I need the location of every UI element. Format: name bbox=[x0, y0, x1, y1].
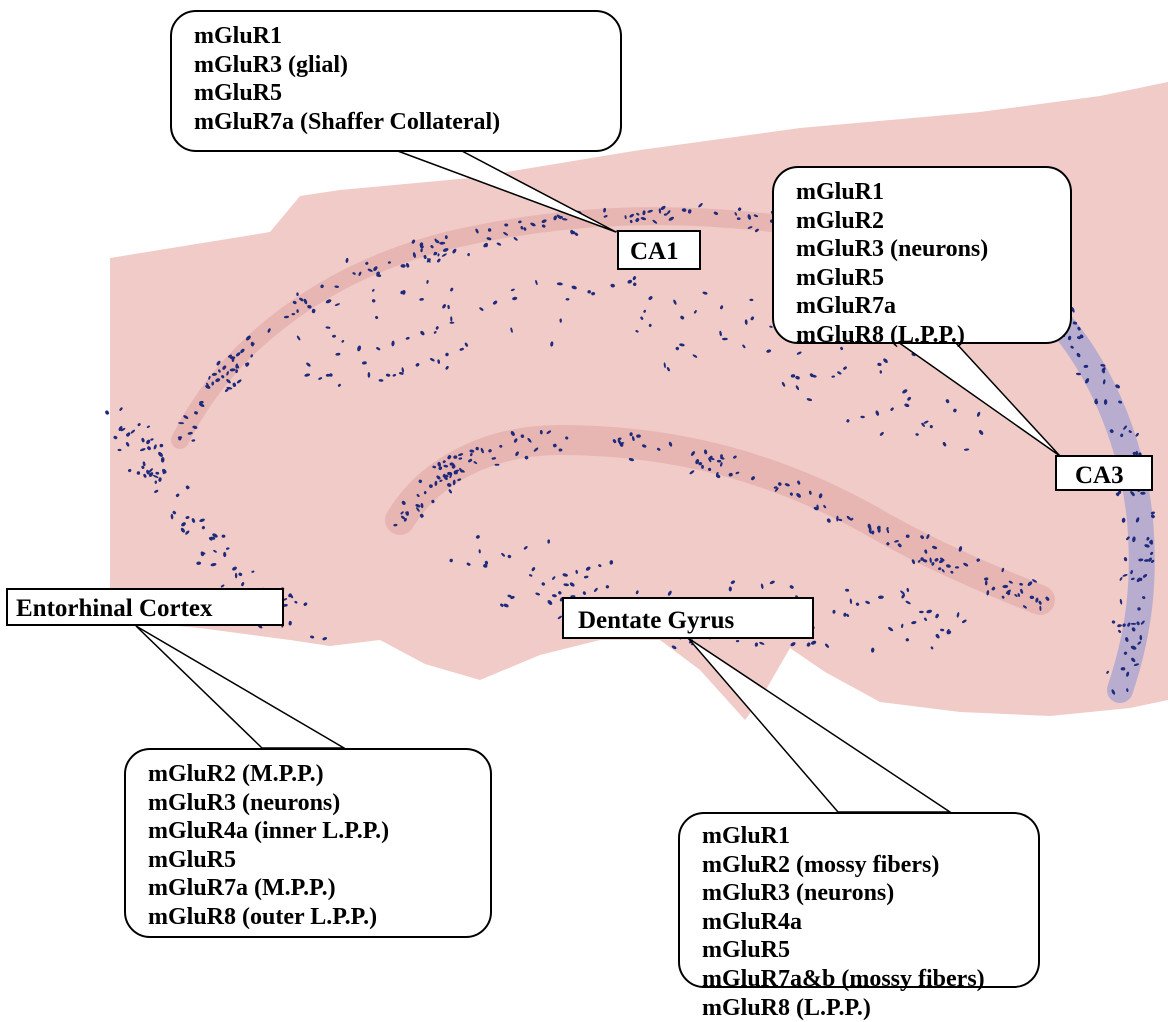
receptor-entry: mGluR2 bbox=[796, 207, 1054, 236]
cell-nucleus bbox=[292, 313, 296, 315]
callout-entorhinal: mGluR2 (M.P.P.) mGluR3 (neurons) mGluR4a… bbox=[124, 748, 492, 938]
receptor-entry: mGluR3 (neurons) bbox=[702, 879, 1022, 908]
callout-ca1: mGluR1 mGluR3 (glial) mGluR5 mGluR7a (Sh… bbox=[170, 10, 622, 152]
receptor-entry: mGluR8 (outer L.P.P.) bbox=[148, 903, 474, 932]
receptor-entry: mGluR2 (mossy fibers) bbox=[702, 851, 1022, 880]
cell-nucleus bbox=[906, 535, 910, 538]
receptor-entry: mGluR1 bbox=[194, 22, 604, 51]
cell-nucleus bbox=[495, 464, 500, 466]
receptor-entry: mGluR4a (inner L.P.P.) bbox=[148, 817, 474, 846]
cell-nucleus bbox=[104, 410, 109, 416]
cell-nucleus bbox=[919, 611, 924, 613]
receptor-entry: mGluR2 (M.P.P.) bbox=[148, 760, 474, 789]
receptor-entry: mGluR7a (M.P.P.) bbox=[148, 874, 474, 903]
callout-dentate: mGluR1 mGluR2 (mossy fibers) mGluR3 (neu… bbox=[678, 812, 1040, 988]
receptor-entry: mGluR3 (glial) bbox=[194, 51, 604, 80]
receptor-entry: mGluR8 (L.P.P.) bbox=[702, 994, 1022, 1022]
hippocampus-diagram: mGluR1 mGluR3 (glial) mGluR5 mGluR7a (Sh… bbox=[0, 0, 1168, 996]
receptor-entry: mGluR1 bbox=[702, 822, 1022, 851]
receptor-entry: mGluR3 (neurons) bbox=[148, 789, 474, 818]
label-entorhinal-cortex: Entorhinal Cortex bbox=[6, 588, 284, 626]
receptor-entry: mGluR5 bbox=[194, 79, 604, 108]
label-dentate-gyrus: Dentate Gyrus bbox=[562, 597, 814, 639]
receptor-entry: mGluR5 bbox=[702, 936, 1022, 965]
cell-nucleus bbox=[636, 434, 641, 437]
label-ca1: CA1 bbox=[617, 230, 701, 270]
pointer-entorhinal bbox=[136, 626, 344, 748]
callout-ca3: mGluR1 mGluR2 mGluR3 (neurons) mGluR5 mG… bbox=[772, 166, 1072, 344]
receptor-entry: mGluR7a bbox=[796, 292, 1054, 321]
receptor-entry: mGluR7a&b (mossy fibers) bbox=[702, 965, 1022, 994]
receptor-entry: mGluR3 (neurons) bbox=[796, 235, 1054, 264]
receptor-entry: mGluR4a bbox=[702, 908, 1022, 937]
receptor-entry: mGluR5 bbox=[148, 846, 474, 875]
receptor-entry: mGluR8 (L.P.P.) bbox=[796, 321, 1054, 350]
receptor-entry: mGluR7a (Shaffer Collateral) bbox=[194, 108, 604, 137]
label-ca3: CA3 bbox=[1055, 455, 1153, 491]
receptor-entry: mGluR5 bbox=[796, 264, 1054, 293]
receptor-entry: mGluR1 bbox=[796, 178, 1054, 207]
cell-nucleus bbox=[368, 372, 371, 378]
cell-nucleus bbox=[930, 425, 933, 428]
